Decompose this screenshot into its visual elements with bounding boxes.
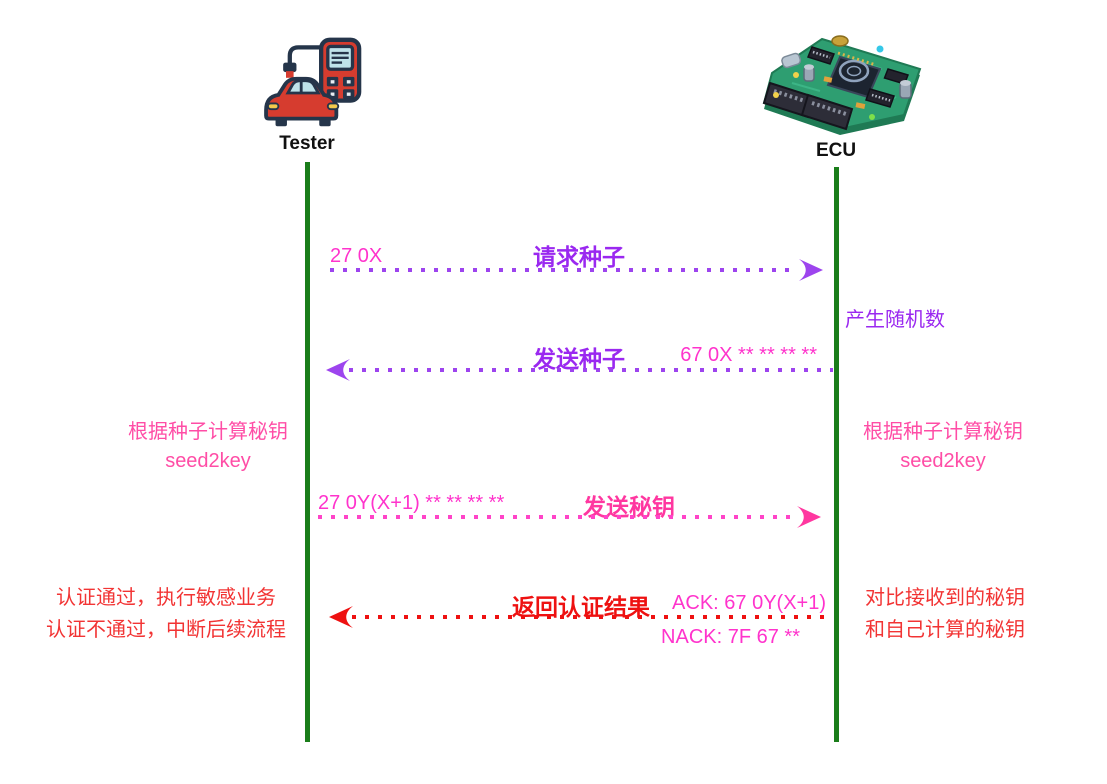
note-line: 根据种子计算秘钥 [863,421,1023,443]
note-tester-auth-outcome: 认证通过，执行敏感业务 认证不通过，中断后续流程 [22,582,310,646]
note-line: 认证通过，执行敏感业务 [56,587,276,609]
message-payload: 27 0X [330,245,383,267]
arrow-right-icon [797,506,821,528]
arrow-right-icon [799,259,823,281]
message-dotted-line [352,615,830,619]
message-send-key: 27 0Y(X+1) ** ** ** ** 发送秘钥 [316,486,822,542]
circuit-board-icon [762,35,922,135]
note-line: 和自己计算的秘钥 [865,619,1025,641]
message-dotted-line [318,515,796,519]
arrow-left-icon [329,606,353,628]
actor-label-tester: Tester [279,133,335,154]
message-dotted-line [349,368,833,372]
message-title: 发送种子 [533,346,625,372]
message-auth-result: 返回认证结果 ACK: 67 0Y(X+1) NACK: 7F 67 ** [328,586,830,660]
note-tester-seed2key: 根据种子计算秘钥 seed2key [100,418,316,476]
note-ecu-seed2key: 根据种子计算秘钥 seed2key [845,418,1041,476]
note-line: 对比接收到的秘钥 [865,587,1025,609]
lifeline-tester [305,162,310,742]
message-nack-payload: NACK: 7F 67 ** [661,626,800,648]
lifeline-ecu [834,167,839,742]
actor-label-ecu: ECU [815,140,857,161]
note-ecu-generate-random: 产生随机数 [845,309,945,331]
note-line: seed2key [165,450,251,472]
note-ecu-compare-keys: 对比接收到的秘钥 和自己计算的秘钥 [845,582,1045,646]
message-payload: 27 0Y(X+1) ** ** ** ** [318,492,505,514]
message-dotted-line [330,268,798,272]
note-line: 根据种子计算秘钥 [128,421,288,443]
message-send-seed: 发送种子 67 0X ** ** ** ** [325,338,833,394]
message-payload: 67 0X ** ** ** ** [680,344,817,366]
message-title: 请求种子 [533,244,625,270]
note-line: 认证不通过，中断后续流程 [46,619,286,641]
message-ack-payload: ACK: 67 0Y(X+1) [672,592,826,614]
car-with-diagnostic-scanner-icon [264,37,362,127]
message-request-seed: 请求种子 27 0X [328,238,830,298]
arrow-left-icon [326,359,350,381]
note-line: seed2key [900,450,986,472]
